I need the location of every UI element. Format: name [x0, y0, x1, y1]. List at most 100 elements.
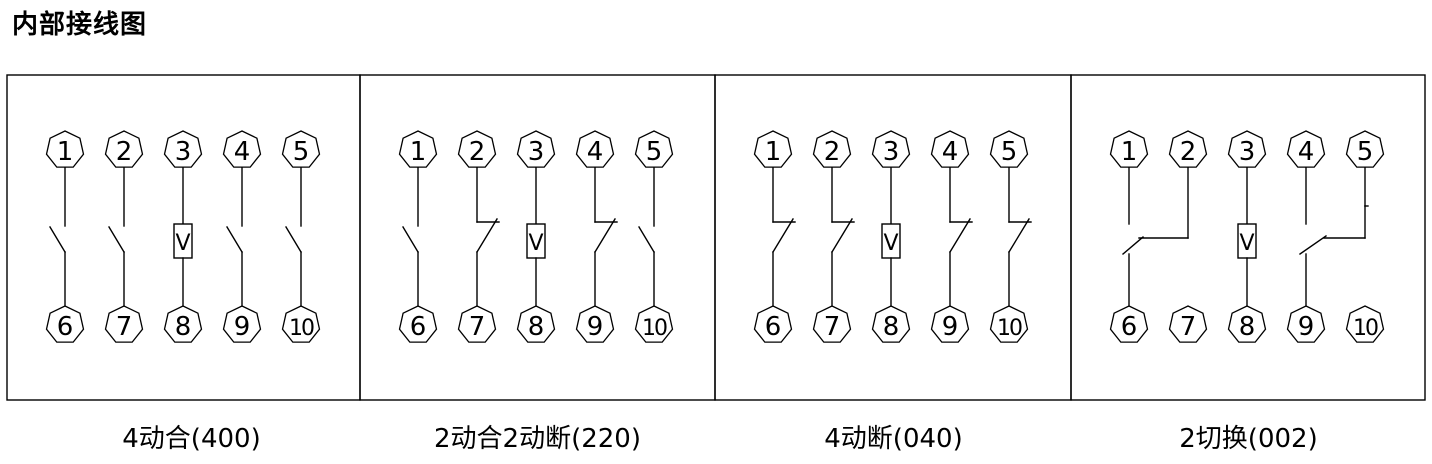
panel-1-coil-label: V [175, 231, 190, 256]
panel-3-terminal-5-frame [989, 130, 1029, 168]
panel-4-terminal-6: 6 [1121, 312, 1138, 342]
panel-caption-4: 2切换(002) [1179, 424, 1318, 454]
panel-2-terminal-7: 7 [469, 312, 486, 342]
panel-3-terminal-1: 1 [765, 137, 782, 167]
panel-1-terminal-10-frame [281, 305, 321, 343]
panel-3-terminal-6-frame [753, 305, 793, 343]
panel-2-terminal-3-frame [516, 130, 556, 168]
diagram-frames [6, 74, 1426, 401]
panel-1-terminal-1: 1 [57, 137, 74, 167]
panel-4-terminal-2: 2 [1180, 137, 1197, 167]
panel-2-terminal-6-frame [398, 305, 438, 343]
panel-4-terminal-4: 4 [1298, 137, 1315, 167]
panel-caption-2: 2动合2动断(220) [434, 424, 641, 454]
panel-1-terminal-9-frame [222, 305, 262, 343]
panel-2-contact-2-blade [476, 218, 498, 253]
panel-3-terminal-9-frame [930, 305, 970, 343]
panel-2-terminal-9: 9 [587, 312, 604, 342]
panel-4-coil-label: V [1239, 231, 1254, 256]
panel-4-terminal-7: 7 [1180, 312, 1197, 342]
panel-2-terminal-8: 8 [528, 312, 545, 342]
panel-2-terminal-5-frame [634, 130, 674, 168]
panel-1-terminal-1-frame [45, 130, 85, 168]
panel-4-terminal-5: 5 [1357, 137, 1374, 167]
panel-2-terminal-4-frame [575, 130, 615, 168]
panel-3-terminal-8-frame [871, 305, 911, 343]
panel-3-terminal-4: 4 [942, 137, 959, 167]
panel-3-coil-label: V [883, 231, 898, 256]
panel-1-terminal-7-frame [104, 305, 144, 343]
panel-4-terminal-3: 3 [1239, 137, 1256, 167]
panel-1-terminal-8-frame [163, 305, 203, 343]
panel-3-terminal-1-frame [753, 130, 793, 168]
panel-2-terminal-10-frame [634, 305, 674, 343]
panel-caption-3: 4动断(040) [824, 424, 963, 454]
panel-2-terminal-4: 4 [587, 137, 604, 167]
panel-3-contact-1-blade [772, 218, 794, 253]
panel-2-terminal-5: 5 [646, 137, 663, 167]
panel-4-terminal-8-frame [1227, 305, 1267, 343]
panel-4-changeover-right-blade [1299, 235, 1327, 255]
panel-4-terminal-1: 1 [1121, 137, 1138, 167]
panel-3-terminal-10: 10 [997, 316, 1022, 341]
panel-4-terminal-9-frame [1286, 305, 1326, 343]
panel-3-terminal-7-frame [812, 305, 852, 343]
panel-2-terminal-1: 1 [410, 137, 427, 167]
panel-1-terminal-3-frame [163, 130, 203, 168]
panel-3-contact-2-blade [831, 218, 853, 253]
panel-4-terminal-2-frame [1168, 130, 1208, 168]
panel-2-contact-1-blade [402, 226, 419, 253]
panel-4-terminal-3-frame [1227, 130, 1267, 168]
panel-2-terminal-7-frame [457, 305, 497, 343]
panel-4-terminal-7-frame [1168, 305, 1208, 343]
panel-4-terminal-5-frame [1345, 130, 1385, 168]
panel-4-terminal-6-frame [1109, 305, 1149, 343]
panel-1-contact-1-blade [49, 226, 66, 253]
panel-1-contact-5-blade [285, 226, 302, 253]
panel-4-terminal-8: 8 [1239, 312, 1256, 342]
panel-3-terminal-7: 7 [824, 312, 841, 342]
panel-2-terminal-1-frame [398, 130, 438, 168]
panel-2-contact-4-blade [594, 218, 616, 253]
panel-2-terminal-2-frame [457, 130, 497, 168]
panel-3-terminal-2-frame [812, 130, 852, 168]
panel-2-coil-label: V [528, 231, 543, 256]
panel-1-terminal-6-frame [45, 305, 85, 343]
panel-2-contact-5-blade [638, 226, 655, 253]
panel-1-contact-2-blade [108, 226, 125, 253]
panel-1-contact-4-blade [226, 226, 243, 253]
panel-2-terminal-9-frame [575, 305, 615, 343]
panel-1-terminal-4-frame [222, 130, 262, 168]
panel-2-terminal-6: 6 [410, 312, 427, 342]
panel-2-terminal-10: 10 [642, 316, 667, 341]
panel-2-terminal-2: 2 [469, 137, 486, 167]
panel-1-terminal-3: 3 [175, 137, 192, 167]
panel-3-terminal-3-frame [871, 130, 911, 168]
panel-1-terminal-5-frame [281, 130, 321, 168]
panel-2-terminal-8-frame [516, 305, 556, 343]
panel-1-terminal-10: 10 [289, 316, 314, 341]
panel-3-terminal-9: 9 [942, 312, 959, 342]
panel-3-contact-4-blade [949, 218, 971, 253]
panel-4-terminal-10: 10 [1353, 316, 1378, 341]
panel-1-terminal-2-frame [104, 130, 144, 168]
panel-3-contact-5-blade [1008, 218, 1030, 253]
panel-4-changeover-left-blade [1122, 236, 1144, 255]
panel-1-terminal-2: 2 [116, 137, 133, 167]
page-title: 内部接线图 [12, 10, 148, 40]
panel-caption-1: 4动合(400) [122, 424, 261, 454]
panel-1-terminal-9: 9 [234, 312, 251, 342]
panel-1-terminal-6: 6 [57, 312, 74, 342]
panel-3-terminal-10-frame [989, 305, 1029, 343]
panel-3-terminal-6: 6 [765, 312, 782, 342]
panel-4-terminal-9: 9 [1298, 312, 1315, 342]
panel-4-terminal-1-frame [1109, 130, 1149, 168]
panel-1-terminal-7: 7 [116, 312, 133, 342]
panel-3-terminal-2: 2 [824, 137, 841, 167]
panel-3-terminal-3: 3 [883, 137, 900, 167]
panel-frame-4 [1070, 74, 1426, 401]
panel-1-terminal-8: 8 [175, 312, 192, 342]
